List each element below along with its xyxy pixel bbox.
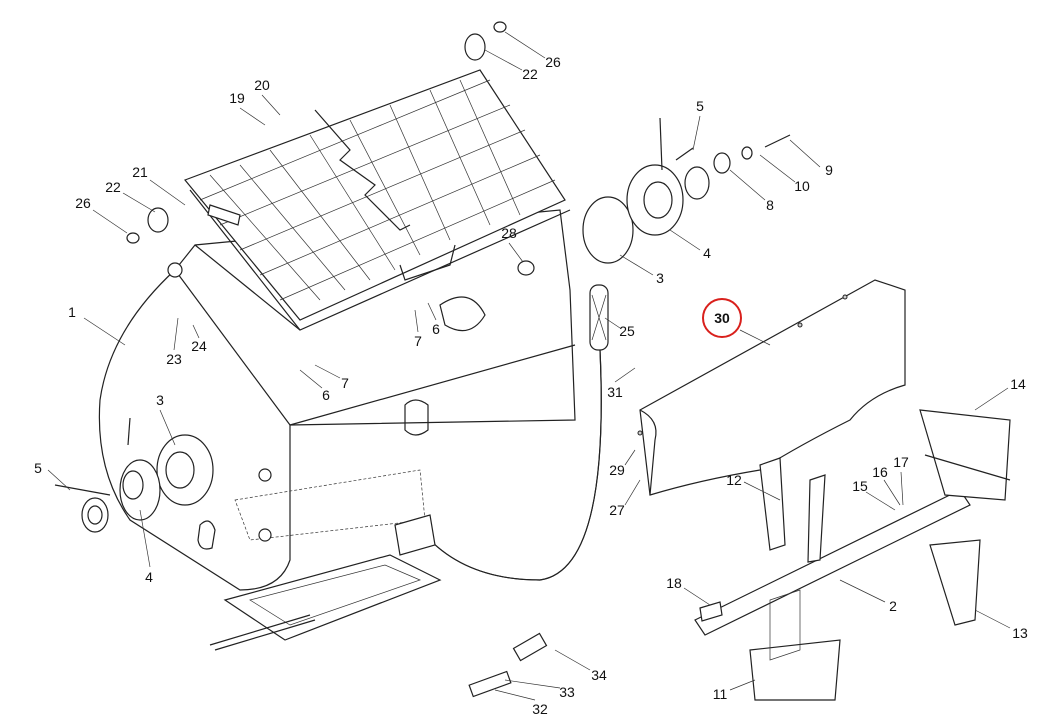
washer-26-left	[126, 232, 140, 244]
part-label-6[interactable]: 6	[432, 321, 440, 337]
fittings	[468, 632, 548, 698]
grate	[184, 69, 571, 331]
part-label-4[interactable]: 4	[703, 245, 711, 261]
part-label-26[interactable]: 26	[545, 54, 561, 70]
part-label-25[interactable]: 25	[619, 323, 635, 339]
part-label-27[interactable]: 27	[609, 502, 625, 518]
part-label-12[interactable]: 12	[726, 472, 742, 488]
part-label-16[interactable]: 16	[872, 464, 888, 480]
part-label-5[interactable]: 5	[34, 460, 42, 476]
part-label-5[interactable]: 5	[696, 98, 704, 114]
part-label-32[interactable]: 32	[532, 701, 548, 717]
left-bearing-assembly	[54, 417, 214, 533]
bumper-22-top	[464, 33, 486, 61]
bumper-22-left	[147, 207, 169, 233]
part-label-31[interactable]: 31	[607, 384, 623, 400]
part-label-30[interactable]: 30	[714, 310, 730, 326]
part-label-4[interactable]: 4	[145, 569, 153, 585]
part-label-1[interactable]: 1	[68, 304, 76, 320]
bottom-plate	[209, 554, 442, 651]
part-label-21[interactable]: 21	[132, 164, 148, 180]
part-label-34[interactable]: 34	[591, 667, 607, 683]
knob-28	[517, 260, 535, 276]
part-label-8[interactable]: 8	[766, 197, 774, 213]
leader-lines	[47, 31, 1011, 701]
part-label-3[interactable]: 3	[156, 392, 164, 408]
part-label-23[interactable]: 23	[166, 351, 182, 367]
part-label-19[interactable]: 19	[229, 90, 245, 106]
part-label-10[interactable]: 10	[794, 178, 810, 194]
washer-26-top	[493, 21, 507, 33]
part-label-14[interactable]: 14	[1010, 376, 1026, 392]
agitator-shaft	[694, 409, 1011, 701]
part-label-7[interactable]: 7	[414, 333, 422, 349]
right-bearing-assembly	[582, 117, 791, 264]
part-label-3[interactable]: 3	[656, 270, 664, 286]
shield-30	[637, 279, 906, 496]
part-label-11[interactable]: 11	[712, 686, 728, 702]
part-label-24[interactable]: 24	[191, 338, 207, 354]
part-label-18[interactable]: 18	[666, 575, 682, 591]
part-label-13[interactable]: 13	[1012, 625, 1028, 641]
part-label-17[interactable]: 17	[893, 454, 909, 470]
part-label-20[interactable]: 20	[254, 77, 270, 93]
part-label-6[interactable]: 6	[322, 387, 330, 403]
part-label-22[interactable]: 22	[105, 179, 121, 195]
part-label-26[interactable]: 26	[75, 195, 91, 211]
part-label-28[interactable]: 28	[501, 225, 517, 241]
part-label-22[interactable]: 22	[522, 66, 538, 82]
highlight-circle-30	[702, 298, 742, 338]
part-label-33[interactable]: 33	[559, 684, 575, 700]
part-label-2[interactable]: 2	[889, 598, 897, 614]
hose-and-handle	[394, 284, 609, 581]
part-label-15[interactable]: 15	[852, 478, 868, 494]
part-label-9[interactable]: 9	[825, 162, 833, 178]
part-label-29[interactable]: 29	[609, 462, 625, 478]
part-label-7[interactable]: 7	[341, 375, 349, 391]
